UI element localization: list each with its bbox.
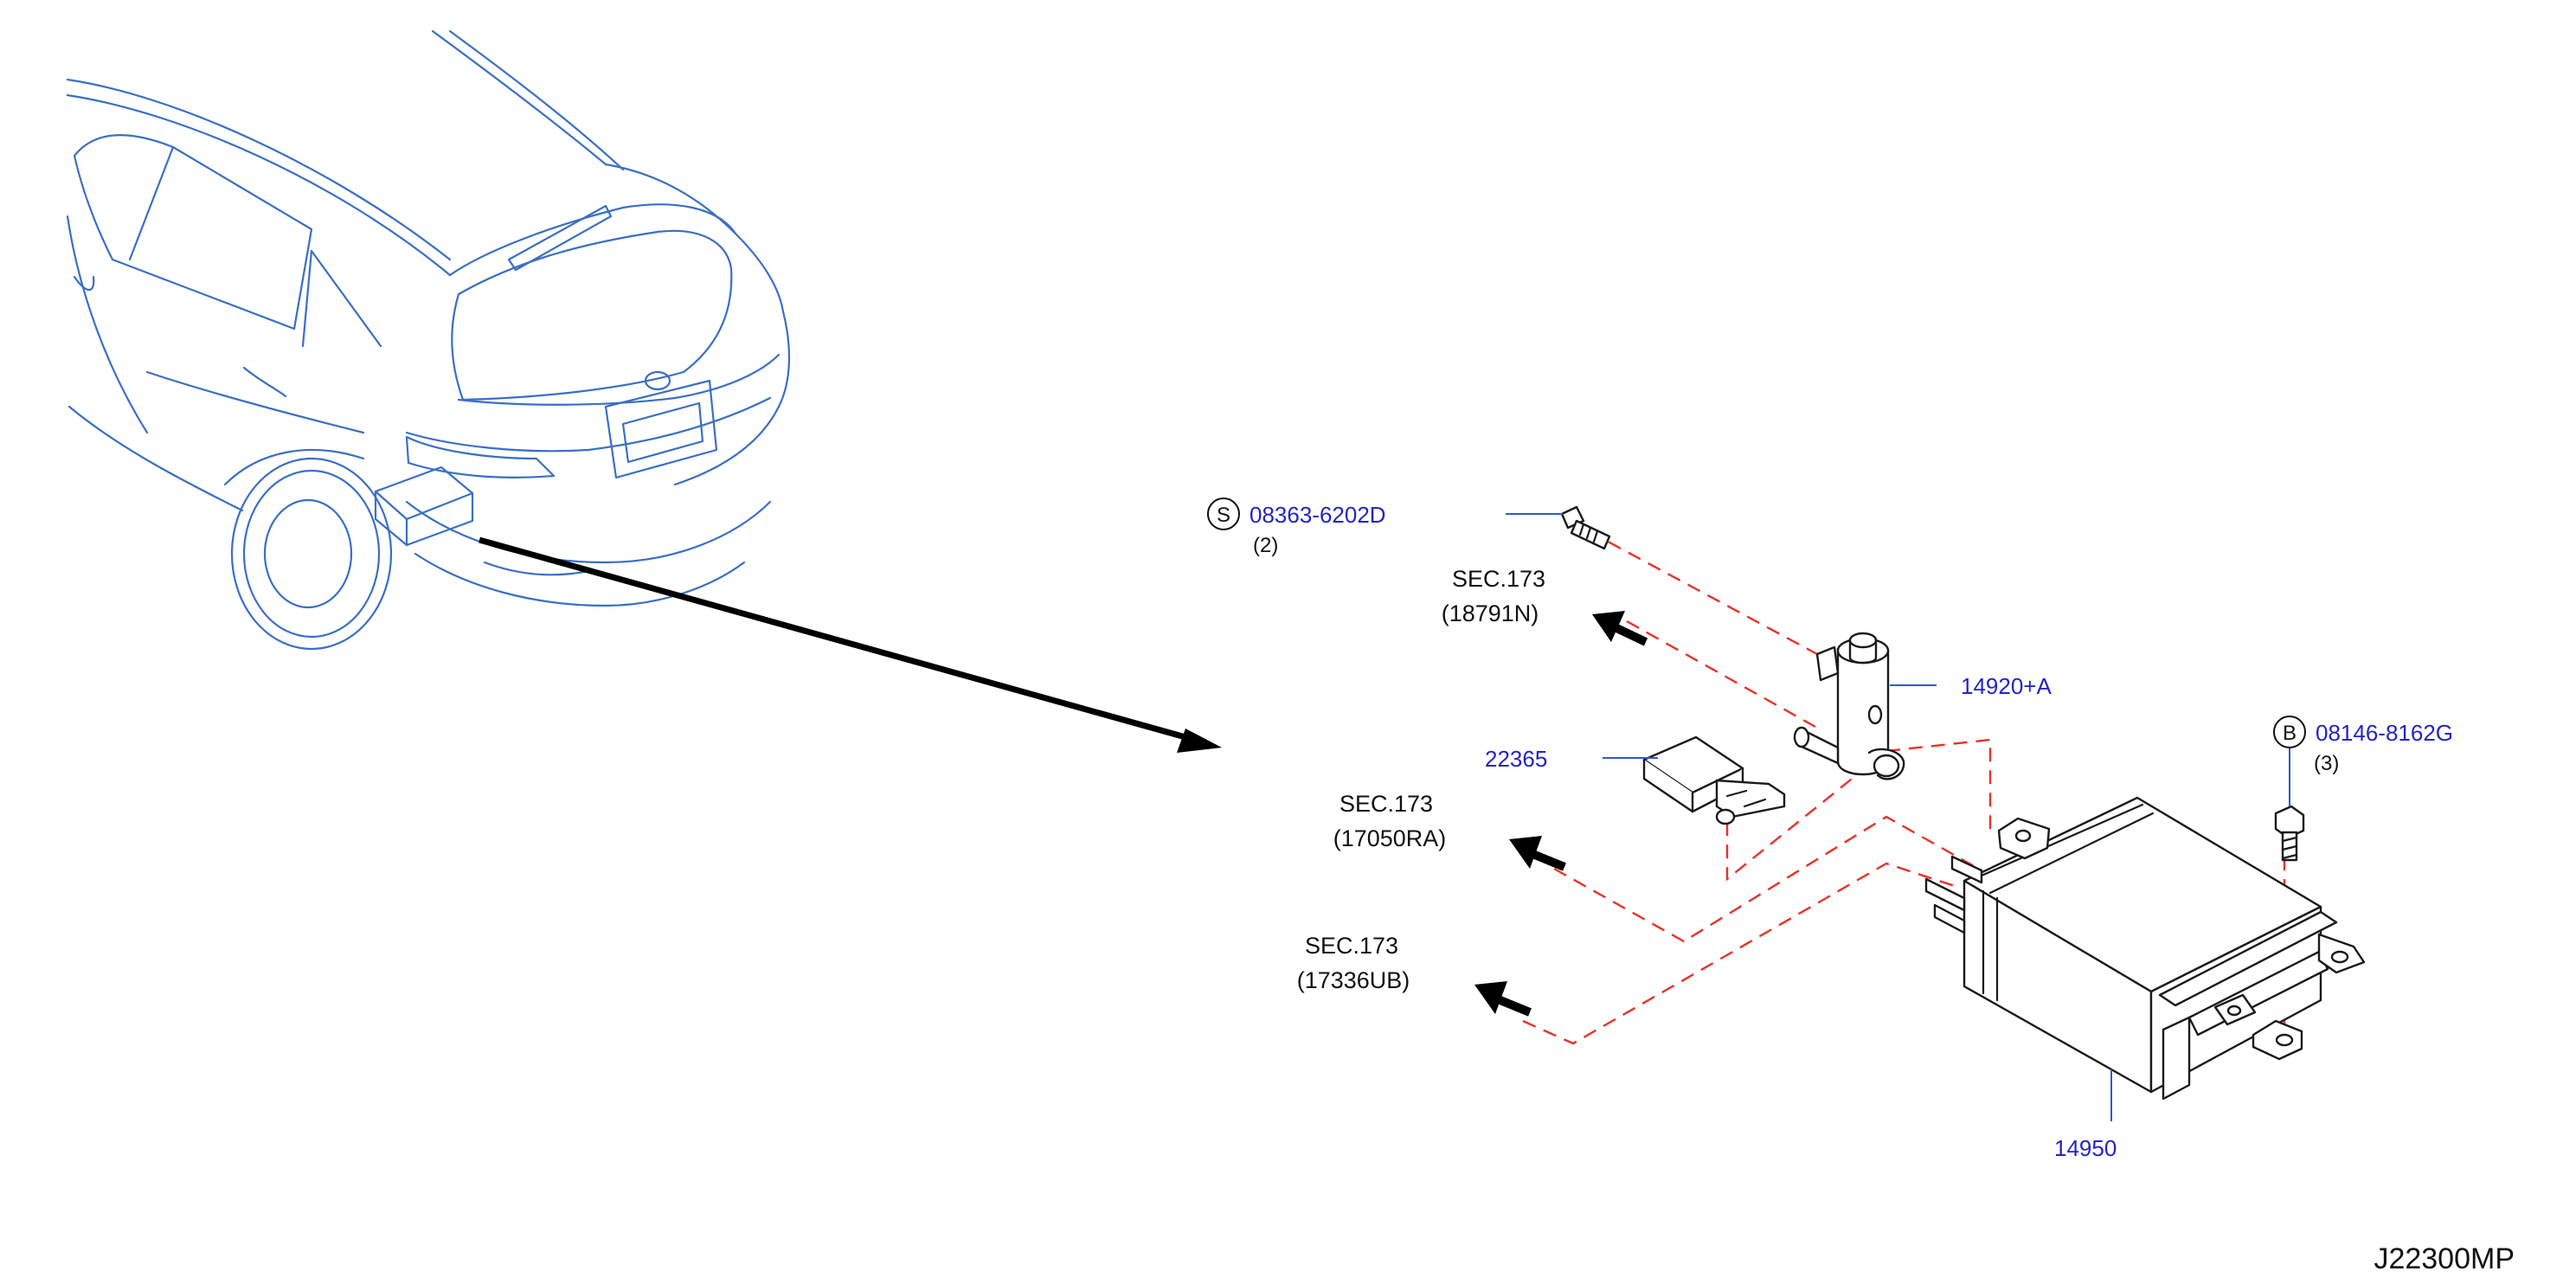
bolt-callout: B 08146-8162G (3) xyxy=(2273,716,2453,775)
screw-qty: (2) xyxy=(1253,534,1278,557)
screw-part-number[interactable]: 08363-6202D xyxy=(1249,502,1386,528)
section-ref-label: SEC.173 xyxy=(1305,933,1398,959)
section-ref-2[interactable]: SEC.173 (17050RA) xyxy=(1333,791,1447,851)
bolt-qty: (3) xyxy=(2314,752,2339,775)
vehicle-outline-illustration xyxy=(66,29,791,651)
flow-arrow-17336UB xyxy=(1474,981,1532,1017)
bolt-letter: B xyxy=(2283,722,2297,745)
purge-control-valve[interactable] xyxy=(1793,632,1905,780)
valve-part-number[interactable]: 14920+A xyxy=(1961,673,2052,699)
hose-routing-lines xyxy=(1522,530,2286,1045)
section-ref-code: (17050RA) xyxy=(1333,825,1447,851)
screw-letter: S xyxy=(1217,504,1230,527)
bolt-fastener[interactable] xyxy=(2274,805,2305,862)
section-ref-3[interactable]: SEC.173 (17336UB) xyxy=(1297,933,1410,993)
flow-arrow-18791N xyxy=(1592,611,1648,646)
section-ref-1[interactable]: SEC.173 (18791N) xyxy=(1442,566,1545,626)
screw-fastener[interactable] xyxy=(1560,505,1611,550)
section-ref-code: (17336UB) xyxy=(1297,967,1410,993)
leader-lines xyxy=(1506,513,2290,1121)
sensor-part-number[interactable]: 22365 xyxy=(1485,746,1547,772)
section-ref-label: SEC.173 xyxy=(1452,566,1545,592)
bolt-part-number[interactable]: 08146-8162G xyxy=(2316,720,2453,746)
screw-callout: S 08363-6202D (2) xyxy=(1207,498,1386,557)
evap-canister[interactable] xyxy=(1924,796,2366,1101)
circle-letter-badge xyxy=(1207,498,1240,530)
section-ref-code: (18791N) xyxy=(1442,600,1539,626)
circle-letter-badge xyxy=(2273,716,2306,748)
location-arrow xyxy=(479,536,1222,753)
canister-part-number[interactable]: 14950 xyxy=(2054,1135,2117,1161)
figure-code: J22300MP xyxy=(2374,1242,2515,1275)
flow-arrow-17050RA xyxy=(1509,836,1566,871)
pressure-sensor[interactable] xyxy=(1642,735,1786,825)
section-ref-label: SEC.173 xyxy=(1339,791,1433,817)
